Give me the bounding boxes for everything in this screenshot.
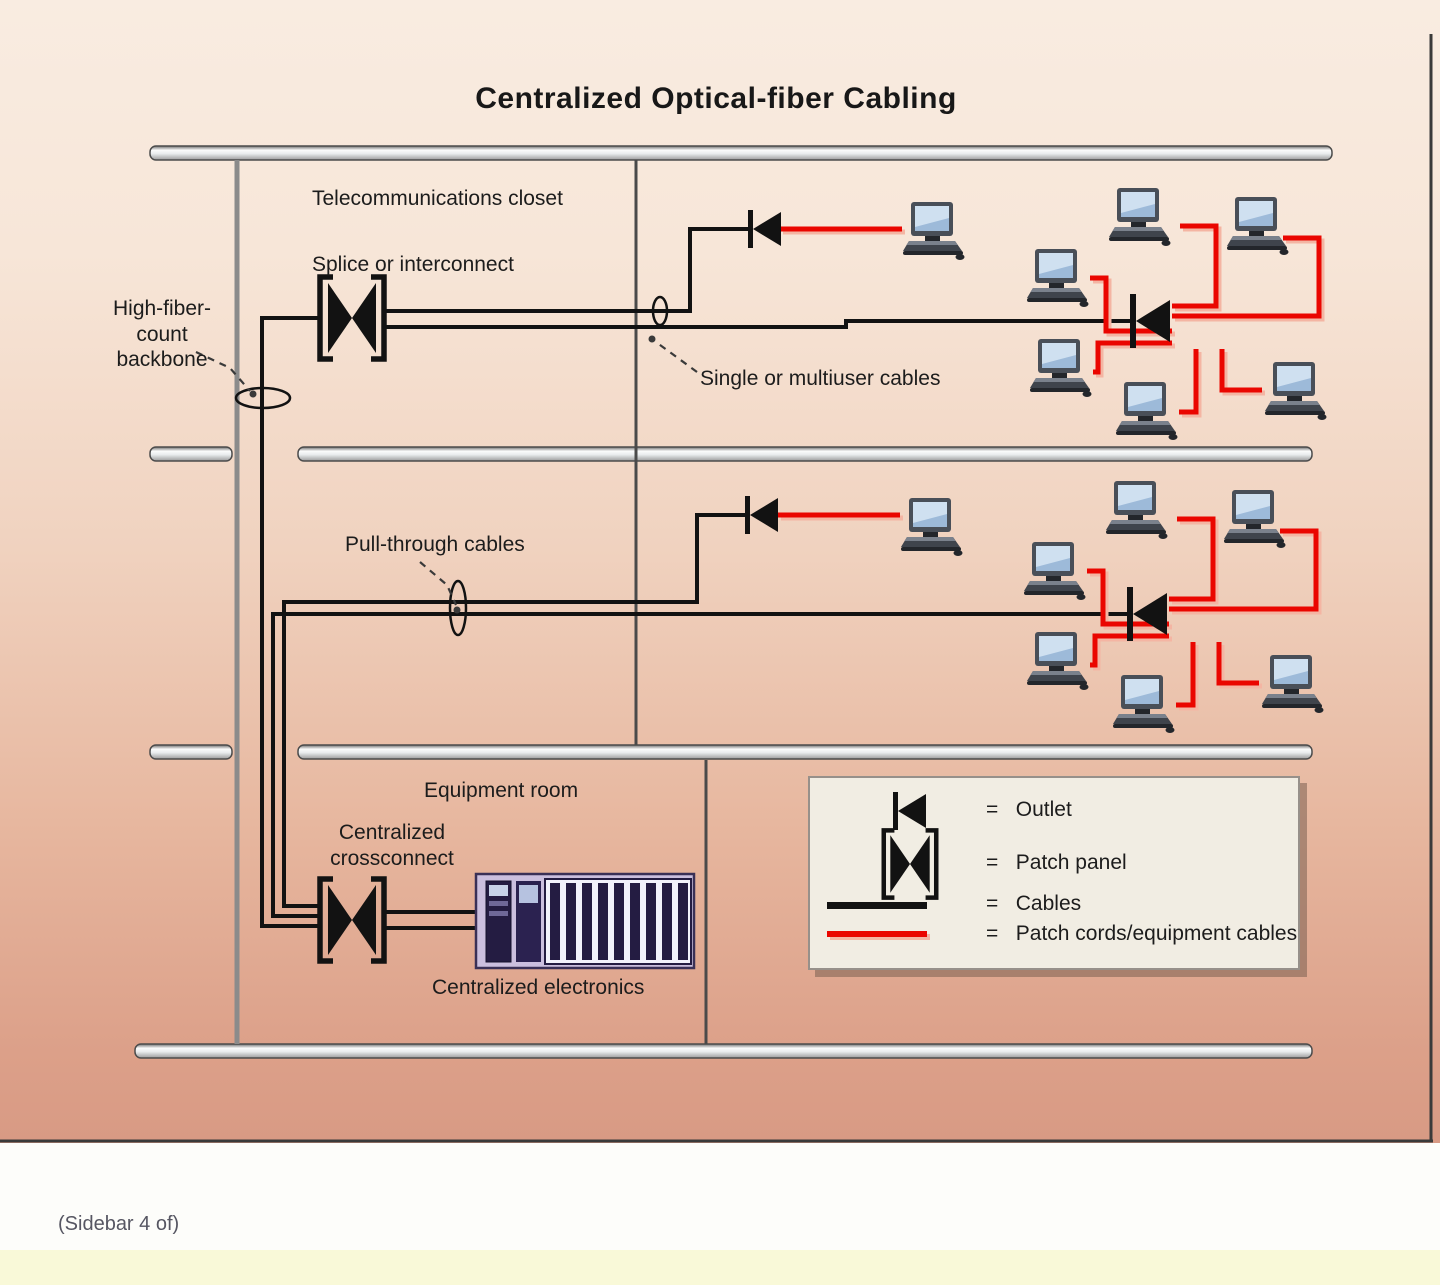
fiber-cables (260, 227, 1130, 930)
footer-strip (0, 1250, 1440, 1285)
legend: = Outlet = Patch panel = Cables = Patch … (808, 776, 1300, 970)
label-crossconnect: Centralized crossconnect (330, 821, 454, 870)
diagram-title: Centralized Optical-fiber Cabling (475, 82, 957, 115)
label-electronics: Centralized electronics (432, 976, 645, 999)
label-pull-through: Pull-through cables (345, 533, 525, 556)
cabling-diagram: Centralized Optical-fiber Cabling Teleco… (0, 0, 1440, 1143)
splice-interconnect-icon (320, 277, 384, 359)
label-equipment-room: Equipment room (424, 779, 579, 802)
label-splice-interconnect: Splice or interconnect (312, 253, 514, 276)
patch-cord-line-icon (827, 931, 927, 937)
legend-item-outlet: = Outlet (986, 798, 1072, 821)
computer-icon (903, 202, 965, 260)
outlet-icon (745, 496, 778, 534)
label-multiuser-cables: Single or multiuser cables (700, 367, 941, 390)
floor-slabs (134, 145, 1333, 1059)
computer-icon (901, 498, 963, 556)
floor1-workgroup (1027, 188, 1327, 440)
cable-line-icon (827, 902, 927, 909)
floor2-workgroup (1024, 481, 1324, 733)
legend-item-patch-panel: = Patch panel (986, 851, 1127, 874)
label-leaders (195, 335, 698, 614)
label-backbone: High-fiber- count backbone (112, 297, 212, 372)
patch-panel-icon (884, 830, 936, 897)
legend-item-patch-cords: = Patch cords/equipment cables (986, 922, 1298, 945)
outlet-icon (893, 792, 926, 830)
label-telecom-closet: Telecommunications closet (312, 187, 563, 210)
centralized-crossconnect-icon (320, 879, 384, 961)
legend-symbols (827, 792, 1294, 940)
diagram-graphics (0, 34, 1433, 1143)
caption: (Sidebar 4 of) (58, 1213, 180, 1235)
legend-item-cables: = Cables (986, 892, 1082, 915)
electronics-rack (474, 872, 696, 970)
cable-loops (234, 295, 669, 637)
walls (0, 34, 1433, 1143)
outlet-icon (748, 210, 781, 248)
